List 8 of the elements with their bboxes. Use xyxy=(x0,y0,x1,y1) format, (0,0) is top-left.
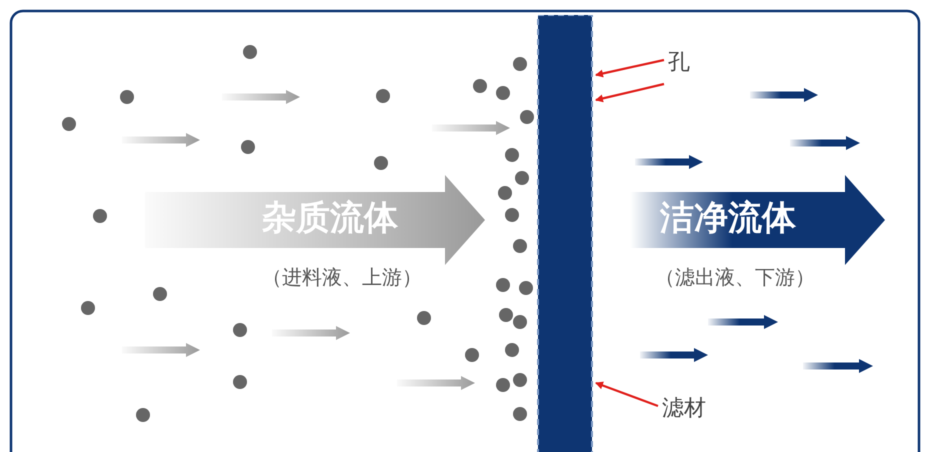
flow-caption: （进料液、上游） xyxy=(262,265,422,289)
flow-label: 洁净流体 xyxy=(660,198,796,238)
flow-caption: （滤出液、下游） xyxy=(655,265,815,289)
leader-line xyxy=(595,58,664,78)
leader-line xyxy=(595,82,664,102)
callout-label: 孔 xyxy=(668,50,690,76)
callout-label: 滤材 xyxy=(662,396,706,422)
leader-line xyxy=(595,382,658,408)
